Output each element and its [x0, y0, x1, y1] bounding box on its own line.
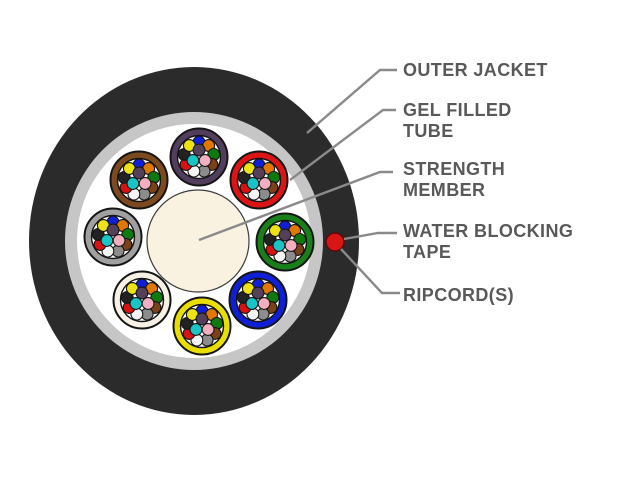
- fiber-aqua: [186, 154, 200, 167]
- gel-filled-tubes: [83, 127, 315, 356]
- fiber-rose: [257, 297, 271, 310]
- label-water-blocking-tape: WATER BLOCKING TAPE: [403, 221, 574, 262]
- fiber-aqua: [246, 177, 260, 190]
- fiber-violet: [192, 143, 206, 157]
- leader-line-outer-jacket: [306, 68, 397, 134]
- leader-line-strength-member: [198, 170, 393, 242]
- gel-tube-white: [112, 270, 172, 330]
- label-gel-filled-tube: GEL FILLED TUBE: [403, 100, 512, 141]
- gel-tube-yellow: [172, 296, 232, 356]
- gel-tube-violet: [169, 127, 229, 187]
- fiber-rose: [138, 177, 152, 190]
- fiber-violet: [252, 166, 266, 180]
- fiber-aqua: [272, 239, 286, 252]
- leader-line-ripcords: [340, 248, 400, 295]
- cable-cross-section: [29, 67, 359, 415]
- fiber-aqua: [129, 297, 143, 310]
- gel-tube-slate: [83, 207, 143, 267]
- gel-tube-brown: [109, 150, 169, 210]
- fiber-rose: [284, 239, 298, 252]
- fiber-rose: [201, 323, 215, 336]
- fiber-violet: [278, 228, 292, 242]
- fiber-violet: [251, 286, 265, 300]
- label-strength-member: STRENGTH MEMBER: [403, 159, 506, 200]
- fiber-aqua: [245, 297, 259, 310]
- strength-member: [146, 189, 250, 293]
- fiber-rose: [112, 234, 126, 247]
- leader-lines: [198, 68, 400, 295]
- fiber-aqua: [126, 177, 140, 190]
- gel-tube-red: [229, 150, 289, 210]
- fiber-violet: [106, 223, 120, 237]
- fiber-aqua: [189, 323, 203, 336]
- fiber-rose: [198, 154, 212, 167]
- fiber-aqua: [100, 234, 114, 247]
- ripcord-dot: [325, 232, 345, 252]
- fiber-rose: [141, 297, 155, 310]
- fiber-rose: [258, 177, 272, 190]
- leader-line-gel-filled-tube: [289, 108, 396, 181]
- gel-tube-blue: [228, 270, 288, 330]
- leader-line-water-blocking-tape: [343, 231, 397, 241]
- gel-tube-green: [255, 212, 315, 272]
- label-ripcords: RIPCORD(S): [403, 285, 514, 305]
- label-outer-jacket: OUTER JACKET: [403, 60, 548, 80]
- fiber-violet: [195, 312, 209, 326]
- fiber-violet: [132, 166, 146, 180]
- fiber-violet: [135, 286, 149, 300]
